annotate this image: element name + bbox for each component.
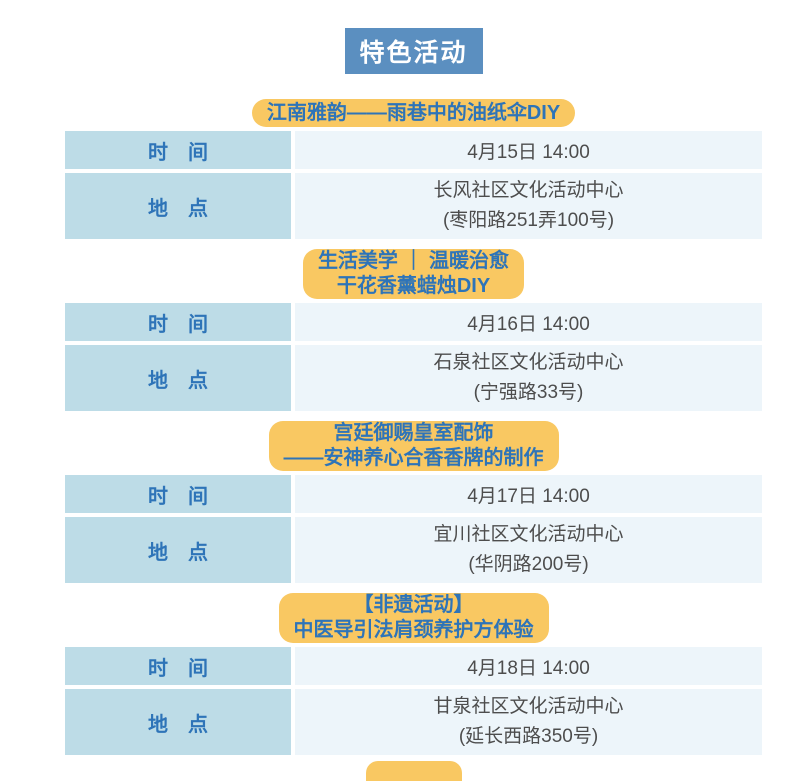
location-label: 地 点 — [65, 517, 291, 583]
time-value: 4月15日 14:00 — [295, 131, 762, 169]
activities-poster: 特色活动 江南雅韵——雨巷中的油纸伞DIY 时 间 4月15日 14:00 地 … — [65, 0, 762, 781]
location-value: 宜川社区文化活动中心 (华阴路200号) — [295, 517, 762, 583]
activity-section-2: 生活美学 ｜ 温暖治愈 干花香薰蜡烛DIY 时 间 4月16日 14:00 地 … — [65, 249, 762, 421]
time-label: 时 间 — [65, 475, 291, 513]
location-row: 地 点 宜川社区文化活动中心 (华阴路200号) — [65, 517, 762, 583]
location-name: 宜川社区文化活动中心 — [433, 524, 624, 545]
location-name: 甘泉社区文化活动中心 — [433, 696, 624, 717]
time-label: 时 间 — [65, 131, 291, 169]
activity-title-badge: 江南雅韵——雨巷中的油纸伞DIY — [251, 99, 576, 127]
location-value: 长风社区文化活动中心 (枣阳路251弄100号) — [295, 173, 762, 239]
time-row: 时 间 4月15日 14:00 — [65, 131, 762, 169]
location-row: 地 点 甘泉社区文化活动中心 (延长西路350号) — [65, 689, 762, 755]
location-label: 地 点 — [65, 689, 291, 755]
time-value: 4月16日 14:00 — [295, 303, 762, 341]
location-label: 地 点 — [65, 173, 291, 239]
activity-title-line-1: 【非遗活动】 — [353, 594, 474, 616]
activity-title-line-2: 干花香薰蜡烛DIY — [336, 275, 491, 297]
activity-title-line-1: 宫廷御赐皇室配饰 — [333, 422, 494, 444]
activity-title-line-1: 生活美学 ｜ 温暖治愈 — [317, 250, 510, 272]
page-title: 特色活动 — [344, 28, 483, 74]
page-header: 特色活动 — [344, 28, 483, 74]
location-row: 地 点 长风社区文化活动中心 (枣阳路251弄100号) — [65, 173, 762, 239]
activity-title-badge: 【非遗活动】 中医导引法肩颈养护方体验 — [278, 593, 549, 643]
location-address: (宁强路33号) — [473, 382, 584, 403]
activity-section-4: 【非遗活动】 中医导引法肩颈养护方体验 时 间 4月18日 14:00 地 点 … — [65, 593, 762, 761]
activity-title-badge: 生活美学 ｜ 温暖治愈 干花香薰蜡烛DIY — [302, 249, 525, 299]
activity-title-badge: 宫廷御赐皇室配饰 ——安神养心合香香牌的制作 — [268, 421, 559, 471]
location-address: (华阴路200号) — [468, 554, 589, 575]
activity-title: 江南雅韵——雨巷中的油纸伞DIY — [266, 102, 561, 124]
time-row: 时 间 4月17日 14:00 — [65, 475, 762, 513]
location-row: 地 点 石泉社区文化活动中心 (宁强路33号) — [65, 345, 762, 411]
time-value: 4月17日 14:00 — [295, 475, 762, 513]
activity-section-1: 江南雅韵——雨巷中的油纸伞DIY 时 间 4月15日 14:00 地 点 长风社… — [65, 99, 762, 249]
time-label: 时 间 — [65, 647, 291, 685]
location-address: (延长西路350号) — [458, 726, 599, 747]
activity-title-line-2: 中医导引法肩颈养护方体验 — [293, 619, 534, 641]
time-row: 时 间 4月16日 14:00 — [65, 303, 762, 341]
time-label: 时 间 — [65, 303, 291, 341]
activity-section-3: 宫廷御赐皇室配饰 ——安神养心合香香牌的制作 时 间 4月17日 14:00 地… — [65, 421, 762, 593]
activity-title-line-2: ——安神养心合香香牌的制作 — [283, 447, 544, 469]
location-label: 地 点 — [65, 345, 291, 411]
location-value: 甘泉社区文化活动中心 (延长西路350号) — [295, 689, 762, 755]
location-name: 长风社区文化活动中心 — [433, 180, 624, 201]
location-name: 石泉社区文化活动中心 — [433, 352, 624, 373]
next-activity-badge-partial — [365, 761, 462, 781]
time-value: 4月18日 14:00 — [295, 647, 762, 685]
location-address: (枣阳路251弄100号) — [442, 210, 615, 231]
time-row: 时 间 4月18日 14:00 — [65, 647, 762, 685]
location-value: 石泉社区文化活动中心 (宁强路33号) — [295, 345, 762, 411]
